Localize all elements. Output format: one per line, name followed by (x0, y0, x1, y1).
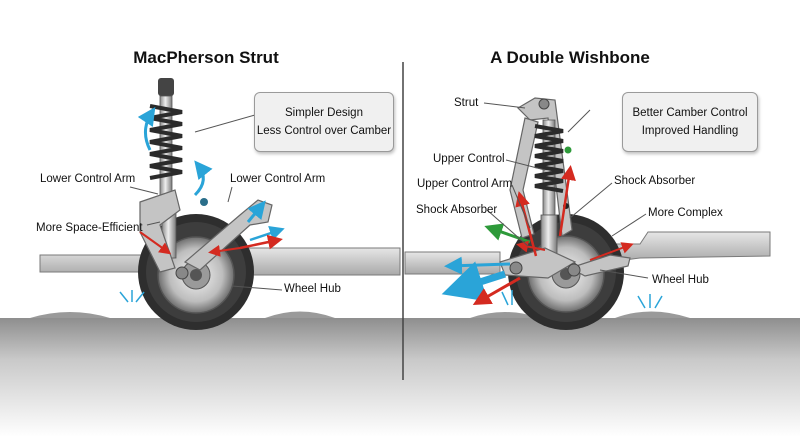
label-more-complex: More Complex (648, 207, 723, 219)
left-strut (149, 78, 208, 259)
right-callout-line-1: Better Camber Control (632, 107, 748, 119)
label-wheel-hub-right: Wheel Hub (652, 274, 709, 286)
left-callout: Simpler Design Less Control over Camber (254, 92, 394, 152)
label-shock-absorber-left: Shock Absorber (416, 204, 498, 216)
leader-lines (129, 102, 649, 291)
label-more-space-efficient: More Space-Efficient (36, 222, 143, 234)
left-motion-arrows (119, 107, 285, 303)
label-lower-control-arm-left: Lower Control Arm (40, 173, 136, 185)
right-title: A Double Wishbone (490, 48, 650, 67)
road (0, 311, 800, 437)
right-callout-line-2: Improved Handling (641, 125, 739, 137)
right-motion-arrows (441, 165, 663, 309)
right-wishbones (499, 247, 631, 279)
right-callout: Better Camber Control Improved Handling (622, 92, 758, 152)
label-upper-control: Upper Control (433, 153, 505, 165)
label-lower-control-arm-right: Lower Control Arm (230, 173, 326, 185)
label-strut: Strut (454, 97, 479, 109)
left-title: MacPherson Strut (133, 48, 279, 67)
left-callout-line-2: Less Control over Camber (256, 125, 392, 137)
left-callout-line-1: Simpler Design (285, 107, 363, 119)
label-upper-control-arm: Upper Control Arm (417, 178, 513, 190)
label-wheel-hub-left: Wheel Hub (284, 283, 341, 295)
label-shock-absorber-right: Shock Absorber (614, 175, 696, 187)
